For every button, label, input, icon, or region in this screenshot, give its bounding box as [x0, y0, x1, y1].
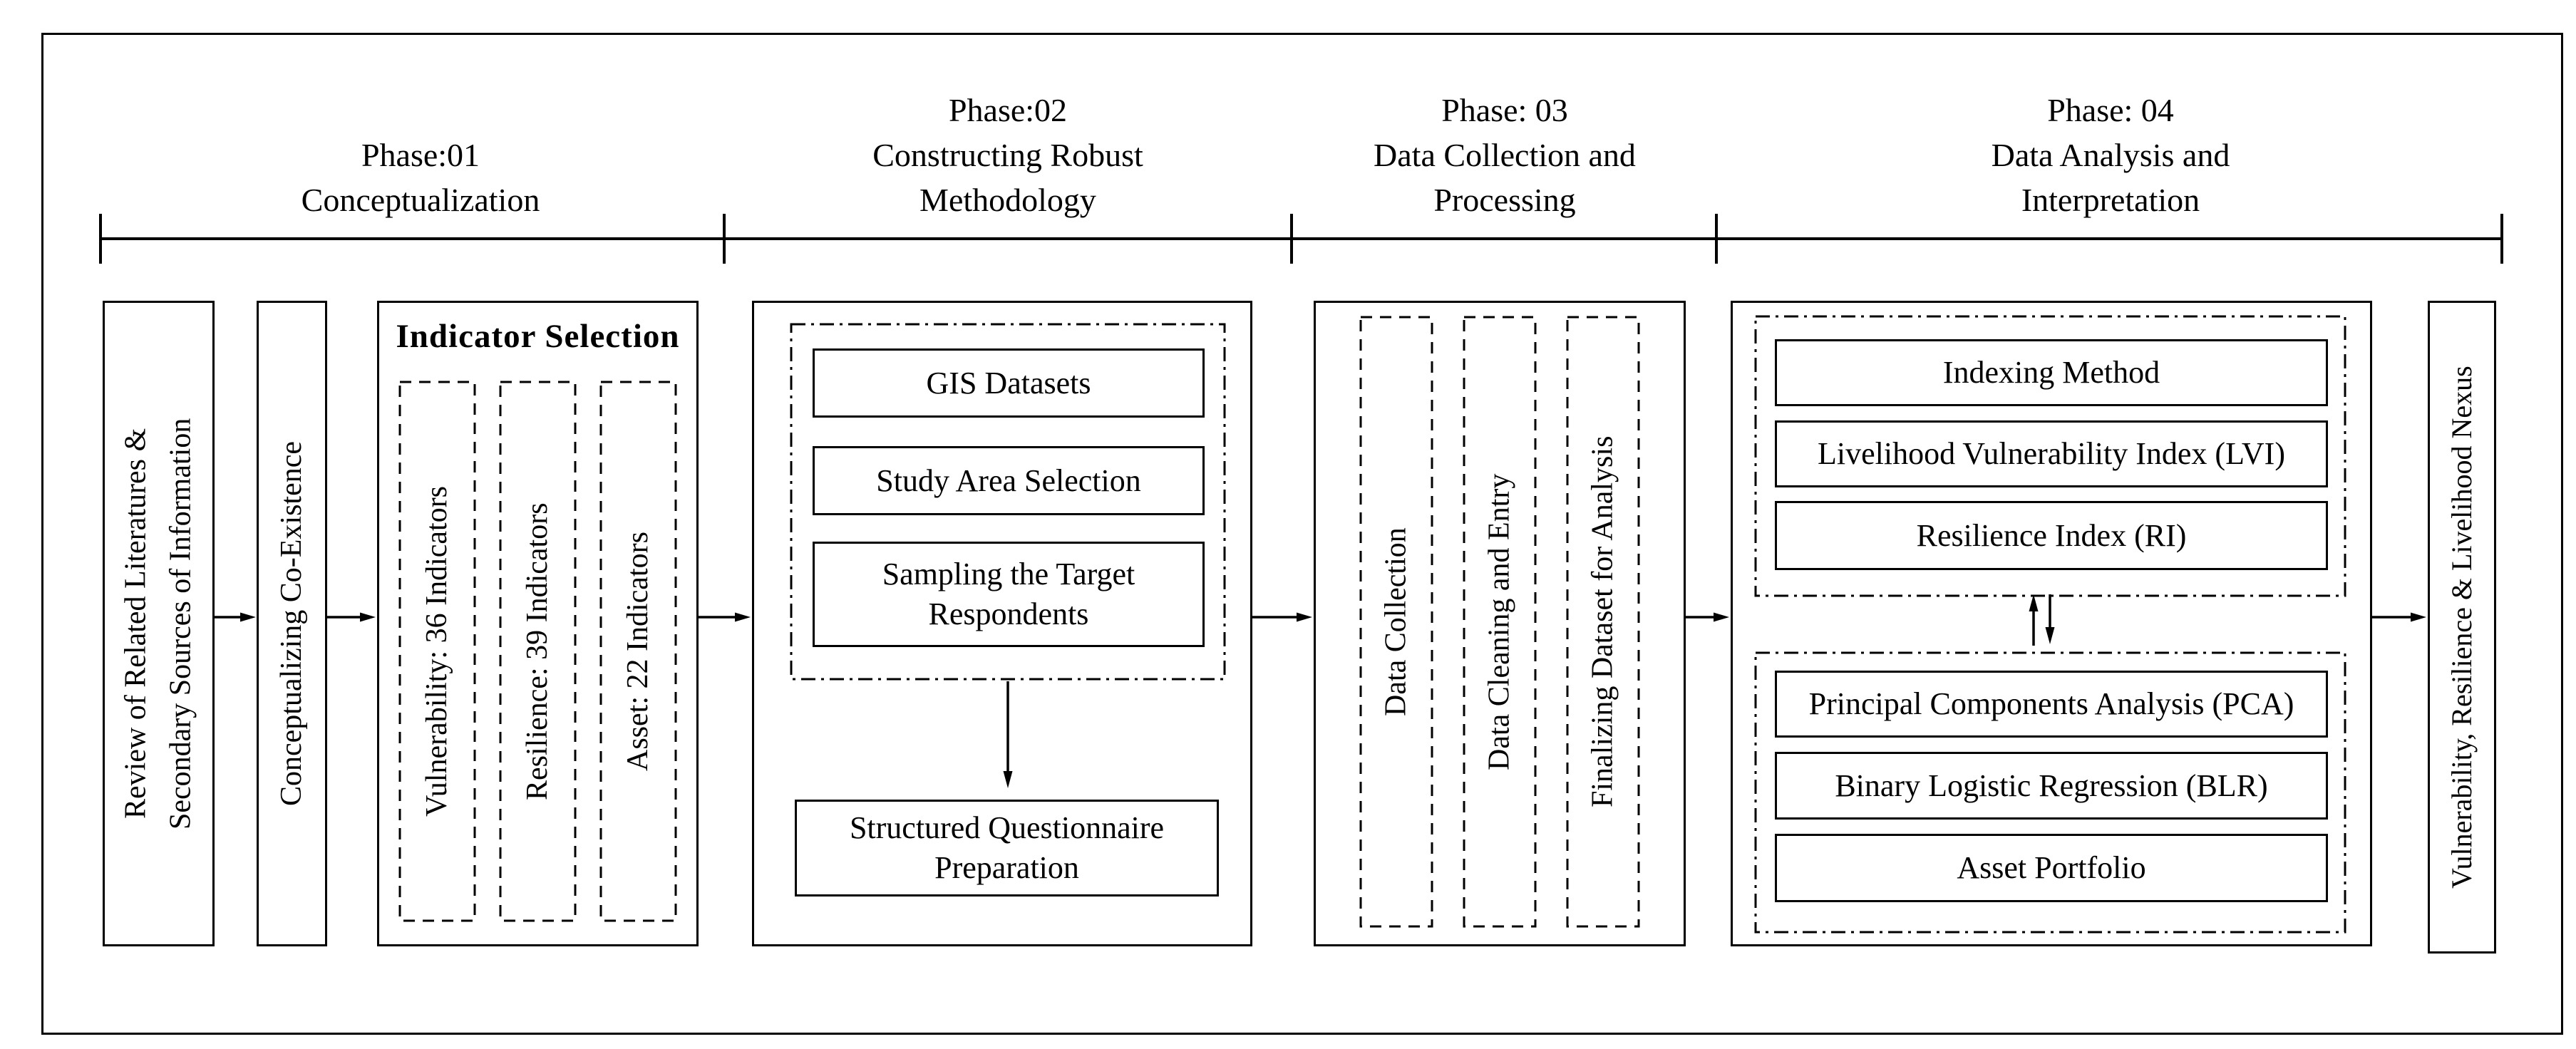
phase-3-header-line: Processing	[1433, 182, 1576, 218]
finalizing-dataset-line: Finalizing Dataset for Analysis	[1586, 435, 1619, 808]
finalizing-dataset-text: Finalizing Dataset for Analysis	[1567, 317, 1639, 926]
phase-bracket-tick-start	[99, 214, 102, 264]
phase-1-header-line: Phase:01	[361, 137, 480, 173]
asset-indicators-text: Asset: 22 Indicators	[601, 382, 676, 921]
asset-indicators-line: Asset: 22 Indicators	[622, 532, 654, 771]
phase-bracket-tick-2-3	[1290, 214, 1293, 264]
methodology-steps-container	[790, 323, 1226, 681]
indexing-method-box: Indexing Method	[1775, 339, 2328, 406]
phase-1-header: Phase:01 Conceptualization	[135, 133, 706, 222]
data-collection-line: Data Collection	[1379, 527, 1413, 716]
asset-indicators-box: Asset: 22 Indicators	[599, 381, 677, 922]
data-cleaning-line: Data Cleaning and Entry	[1483, 473, 1516, 770]
asset-portfolio-box: Asset Portfolio	[1775, 834, 2328, 902]
sampling-respondents-label: Sampling the Target Respondents	[882, 557, 1135, 631]
indexing-container	[1754, 315, 2346, 597]
arrow-right-icon	[699, 612, 751, 622]
finalizing-dataset-column: Finalizing Dataset for Analysis	[1566, 316, 1640, 928]
coexistence-line: Conceptualizing Co-Existence	[275, 440, 308, 807]
coexistence-text: Conceptualizing Co-Existence	[259, 303, 325, 944]
blr-label: Binary Logistic Regression (BLR)	[1835, 768, 2268, 803]
data-cleaning-column: Data Cleaning and Entry	[1463, 316, 1537, 928]
phase-2-header-line: Methodology	[919, 182, 1096, 218]
indicator-selection-title: Indicator Selection	[396, 318, 680, 355]
arrow-right-icon	[215, 612, 256, 622]
phase-4-header-line: Data Analysis and	[1991, 137, 2230, 173]
phase-bracket-tick-1-2	[723, 214, 726, 264]
phase-2-header-line: Phase:02	[948, 92, 1068, 128]
blr-box: Binary Logistic Regression (BLR)	[1775, 752, 2328, 820]
pca-label: Principal Components Analysis (PCA)	[1808, 686, 2294, 721]
phase-bracket-tick-end	[2500, 214, 2503, 264]
arrow-right-icon	[327, 612, 376, 622]
ri-box: Resilience Index (RI)	[1775, 501, 2328, 570]
phase-3-header-line: Data Collection and	[1374, 137, 1636, 173]
arrow-right-icon	[1686, 612, 1729, 622]
phase-2-header: Phase:02 Constructing Robust Methodology	[723, 88, 1293, 222]
nexus-line: Vulnerability, Resilience & Livelihood N…	[2446, 366, 2478, 889]
indexing-method-label: Indexing Method	[1942, 355, 2160, 390]
sampling-respondents-box: Sampling the Target Respondents	[813, 542, 1205, 647]
arrow-down-icon	[1003, 681, 1013, 788]
data-collection-column: Data Collection	[1359, 316, 1433, 928]
phase-bracket-line	[101, 237, 2503, 240]
literature-review-line: Secondary Sources of Information	[164, 418, 197, 830]
questionnaire-preparation-label: Structured Questionnaire Preparation	[849, 810, 1165, 885]
lvi-box: Livelihood Vulnerability Index (LVI)	[1775, 420, 2328, 487]
study-area-selection-box: Study Area Selection	[813, 446, 1205, 515]
resilience-indicators-box: Resilience: 39 Indicators	[499, 381, 577, 922]
vulnerability-indicators-box: Vulnerability: 36 Indicators	[398, 381, 476, 922]
phase-4-header-line: Phase: 04	[2047, 92, 2174, 128]
phase-1-header-line: Conceptualization	[301, 182, 540, 218]
nexus-text: Vulnerability, Resilience & Livelihood N…	[2430, 303, 2494, 951]
phase-2-header-line: Constructing Robust	[872, 137, 1143, 173]
questionnaire-preparation-box: Structured Questionnaire Preparation	[795, 800, 1219, 896]
study-area-selection-label: Study Area Selection	[876, 463, 1141, 498]
literature-review-text: Review of Related Literatures & Secondar…	[105, 303, 212, 944]
data-processing-box	[1314, 301, 1686, 946]
arrow-right-icon	[2372, 612, 2426, 622]
nexus-box: Vulnerability, Resilience & Livelihood N…	[2428, 301, 2496, 954]
gis-datasets-label: GIS Datasets	[926, 365, 1091, 401]
literature-review-line: Review of Related Literatures &	[119, 428, 153, 820]
gis-datasets-box: GIS Datasets	[813, 348, 1205, 418]
modeling-container	[1754, 651, 2346, 934]
phase-4-header: Phase: 04 Data Analysis and Interpretati…	[1825, 88, 2396, 222]
phase-3-header-line: Phase: 03	[1441, 92, 1568, 128]
ri-label: Resilience Index (RI)	[1916, 517, 2187, 553]
resilience-indicators-line: Resilience: 39 Indicators	[521, 502, 554, 800]
phase-3-header: Phase: 03 Data Collection and Processing	[1220, 88, 1790, 222]
arrow-up-icon	[2029, 594, 2039, 646]
asset-portfolio-label: Asset Portfolio	[1957, 850, 2146, 885]
arrow-down-icon	[2045, 594, 2055, 644]
literature-review-box: Review of Related Literatures & Secondar…	[103, 301, 215, 946]
coexistence-box: Conceptualizing Co-Existence	[257, 301, 327, 946]
indicator-selection-box: Indicator Selection	[377, 301, 699, 946]
vulnerability-indicators-line: Vulnerability: 36 Indicators	[421, 485, 453, 817]
resilience-indicators-text: Resilience: 39 Indicators	[500, 382, 575, 921]
data-collection-text: Data Collection	[1361, 317, 1432, 926]
pca-box: Principal Components Analysis (PCA)	[1775, 671, 2328, 738]
data-cleaning-text: Data Cleaning and Entry	[1464, 317, 1535, 926]
lvi-label: Livelihood Vulnerability Index (LVI)	[1817, 436, 2285, 471]
vulnerability-indicators-text: Vulnerability: 36 Indicators	[400, 382, 475, 921]
arrow-right-icon	[1252, 612, 1312, 622]
phase-bracket-tick-3-4	[1715, 214, 1718, 264]
phase-4-header-line: Interpretation	[2021, 182, 2200, 218]
